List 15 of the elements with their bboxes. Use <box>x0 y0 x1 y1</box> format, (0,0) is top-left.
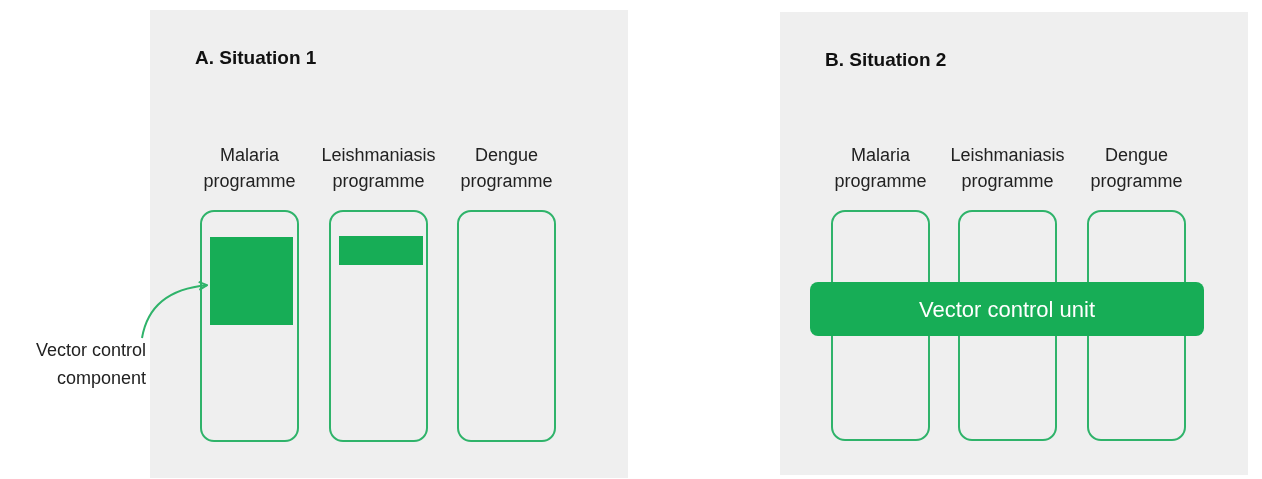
programme-label: Malaria programme <box>833 144 928 193</box>
filled-block <box>339 236 423 265</box>
programme-label: Dengue programme <box>1089 144 1184 193</box>
panel-heading: B. Situation 2 <box>825 48 947 72</box>
filled-block <box>210 237 293 325</box>
unit-bar: Vector control unit <box>810 282 1204 336</box>
arrow <box>141 281 208 339</box>
programme-label: Leishmaniasis programme <box>320 144 437 193</box>
callout-text: Vector control component <box>0 336 150 398</box>
programme-label: Leishmaniasis programme <box>949 144 1066 193</box>
programme-label: Dengue programme <box>459 144 554 193</box>
panel-heading: A. Situation 1 <box>195 46 317 70</box>
programme-label: Malaria programme <box>202 144 297 193</box>
panel-background <box>150 10 628 478</box>
panel-background <box>780 12 1248 475</box>
